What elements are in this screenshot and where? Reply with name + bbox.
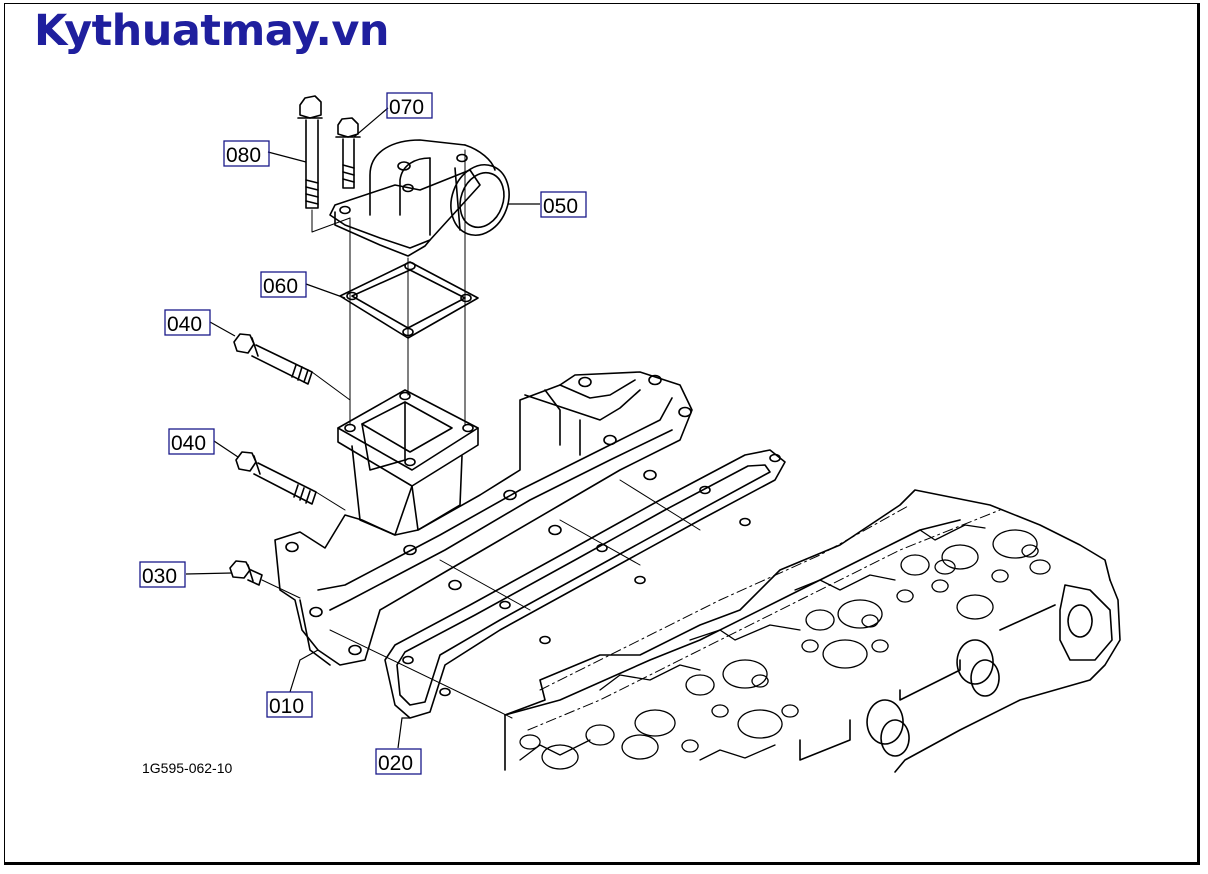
bolt-030 (229, 560, 263, 586)
callout-020[interactable]: 020 (378, 752, 413, 775)
callout-040-upper[interactable]: 040 (167, 313, 202, 336)
bolt-040-lower (235, 451, 317, 505)
bolt-080 (297, 95, 323, 209)
leader-lines (185, 107, 540, 749)
callout-080-box (223, 140, 270, 167)
callout-060[interactable]: 060 (263, 275, 298, 298)
callout-070[interactable]: 070 (389, 96, 424, 119)
site-title[interactable]: Kythuatmay.vn (34, 6, 390, 56)
callout-080[interactable]: 080 (226, 144, 261, 167)
callout-050[interactable]: 050 (543, 195, 578, 218)
centerlines (527, 504, 1001, 731)
callout-010[interactable]: 010 (269, 695, 304, 718)
assembly-lines (261, 149, 701, 719)
callout-060-box (260, 271, 307, 298)
callout-labels: 080 070 050 060 040 040 030 010 020 (139, 92, 587, 775)
callout-040-lower[interactable]: 040 (171, 432, 206, 455)
bolt-040-upper (233, 333, 313, 385)
callout-030[interactable]: 030 (142, 565, 177, 588)
callout-040-lower-box (168, 428, 215, 455)
callout-070-box (386, 92, 433, 119)
figure-code: 1G595-062-10 (142, 760, 233, 776)
gasket-020 (384, 449, 786, 719)
cylinder-head (504, 489, 1121, 773)
drawing-frame (4, 3, 1200, 865)
manifold-010 (274, 371, 693, 666)
callout-020-box (375, 748, 422, 775)
callout-050-box (540, 191, 587, 218)
gasket-060 (339, 261, 479, 339)
callout-040-upper-box (164, 309, 211, 336)
thermostat-housing-050 (329, 139, 510, 257)
callout-030-box (139, 561, 186, 588)
callout-010-box (266, 691, 313, 718)
bolt-070 (335, 117, 361, 189)
